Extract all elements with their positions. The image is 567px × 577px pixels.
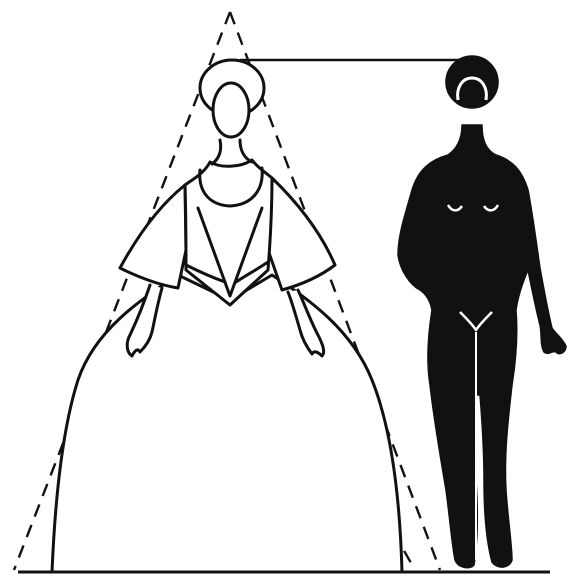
silhouette-hair: [446, 56, 498, 108]
dress-right-sleeve: [268, 178, 335, 290]
dress-face: [213, 83, 249, 137]
dress-skirt: [52, 275, 402, 572]
dress-figure: [52, 60, 402, 572]
dress-left-sleeve: [120, 185, 186, 288]
silhouette-figure: [398, 56, 566, 568]
dress-neck: [212, 140, 252, 164]
silhouette-body: [398, 125, 566, 568]
